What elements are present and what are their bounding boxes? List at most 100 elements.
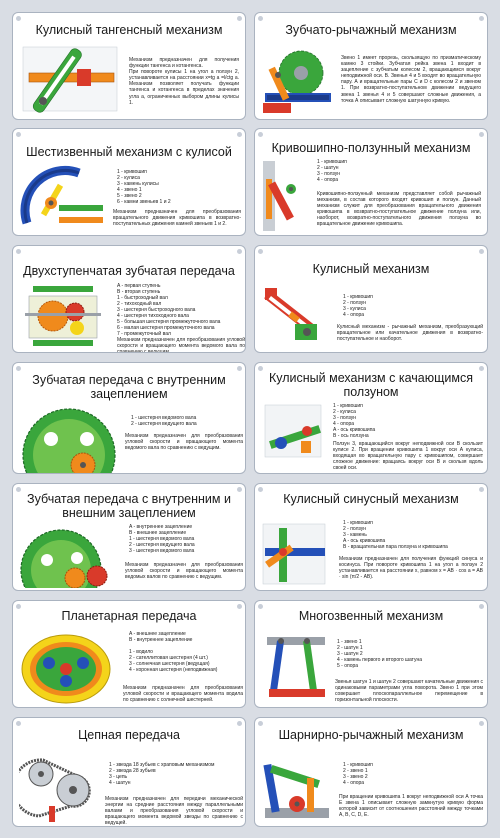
card-description: При вращении кривошипа 1 вокруг неподвиж… bbox=[339, 794, 483, 819]
list-item: 3 - камень кулисы bbox=[117, 181, 159, 187]
card-tangent-mechanism: Кулисный тангенсный механизм Механизм пр… bbox=[12, 12, 246, 120]
parts-list: A - внутреннее зацепление B - внешнее за… bbox=[129, 524, 195, 554]
rocker-illustration bbox=[264, 288, 317, 340]
parts-list: 1 - звено 1 2 - шатун 1 3 - шатун 2 4 - … bbox=[337, 639, 422, 669]
card-description: Механизм предназначен для передачи механ… bbox=[105, 796, 243, 827]
parts-list: 1 - кривошип 2 - звено 1 3 - звено 2 4 -… bbox=[343, 762, 373, 786]
list-item: 6 - камни звеньев 1 и 2 bbox=[117, 199, 171, 205]
internal-external-gear-illustration bbox=[20, 529, 108, 588]
crank-slider-illustration bbox=[263, 161, 296, 231]
list-item: 2 - кулиса bbox=[117, 175, 140, 181]
list-item: 3 - ползун bbox=[333, 415, 357, 421]
pin-dot bbox=[479, 16, 484, 21]
list-item: 2 - шатун bbox=[317, 165, 339, 171]
internal-gear-illustration bbox=[22, 408, 116, 473]
hinge-lever-illustration bbox=[263, 763, 329, 818]
list-item: A - ось кривошипа bbox=[333, 427, 376, 433]
card-title: Планетарная передача bbox=[61, 609, 197, 623]
pin-dot bbox=[237, 16, 242, 21]
card-title: Двухступенчатая зубчатая передача bbox=[23, 264, 235, 278]
parts-list: A - внешнее зацепление B - внутреннее за… bbox=[129, 631, 217, 673]
card-description: Ползун 3, вращающийся вокруг неподвижной… bbox=[333, 441, 483, 472]
card-title: Зубчатая передача с внутренним зацеплени… bbox=[32, 373, 226, 401]
card-description: Кривошипно-ползунный механизм представля… bbox=[317, 191, 481, 228]
list-item: 3 - цепь bbox=[109, 774, 128, 780]
list-item: 3 - звено 2 bbox=[343, 774, 368, 780]
card-title: Шестизвенный механизм с кулисой bbox=[26, 145, 232, 159]
card-title: Зубчатая передача с внутренним и внешним… bbox=[27, 492, 231, 520]
list-item: 3 - кулиса bbox=[343, 306, 366, 312]
list-item: 1 - кривошип bbox=[343, 520, 373, 526]
sine-mechanism-illustration bbox=[262, 523, 326, 585]
card-title: Кривошипно-ползунный механизм bbox=[271, 141, 471, 155]
list-item: 3 - ползун bbox=[317, 171, 341, 177]
parts-list: 1 - звезда 18 зубьев с храповым механизм… bbox=[109, 762, 214, 786]
list-item: 5 - большая шестерня промежуточного вала bbox=[117, 319, 221, 325]
list-item: 2 - шатун 1 bbox=[337, 645, 363, 651]
pin-dot bbox=[237, 721, 242, 726]
planetary-gear-illustration bbox=[21, 634, 111, 704]
two-stage-gear-illustration bbox=[25, 286, 101, 346]
list-item: 1 - шестерня ведомого вала bbox=[131, 415, 197, 421]
list-item: B - вращательная пара ползуна и кривошип… bbox=[343, 544, 448, 550]
card-six-link-mechanism: Шестизвенный механизм с кулисой 1 - крив… bbox=[12, 128, 246, 236]
card-description: Механизм предназначен для преобразования… bbox=[125, 433, 243, 452]
list-item: A - внутреннее зацепление bbox=[129, 524, 193, 530]
list-item: 3 - шестерня ведомого вала bbox=[129, 548, 195, 554]
list-item: 4 - камень первого и второго шатуна bbox=[337, 657, 423, 663]
parts-list: 1 - кривошип 2 - ползун 3 - кулиса 4 - о… bbox=[343, 294, 373, 318]
pin-dot bbox=[16, 721, 21, 726]
list-item: 2 - звено 1 bbox=[343, 768, 368, 774]
parts-list: 1 - кривошип 2 - шатун 3 - ползун 4 - оп… bbox=[317, 159, 347, 183]
pin-dot bbox=[479, 249, 484, 254]
card-description: Звено 1 имеет прорезь, скользящую по при… bbox=[341, 55, 481, 104]
list-item: 5 - опора bbox=[337, 663, 359, 669]
pin-dot bbox=[479, 721, 484, 726]
card-multilink-mechanism: Многозвенный механизм 1 - звено 1 2 - ша… bbox=[254, 600, 488, 708]
list-item: A - внешнее зацепление bbox=[129, 631, 186, 637]
list-item: 1 - водило bbox=[129, 649, 153, 655]
card-title: Зубчато-рычажный механизм bbox=[285, 23, 457, 37]
pin-dot bbox=[258, 604, 263, 609]
list-item: 3 - шестерня быстроходного вала bbox=[117, 307, 196, 313]
card-internal-gear: Зубчатая передача с внутренним зацеплени… bbox=[12, 362, 246, 474]
list-item: 3 - солнечная шестерня (ведущая) bbox=[129, 661, 210, 667]
card-title: Кулисный синусный механизм bbox=[283, 492, 459, 506]
list-item: 3 - камень bbox=[343, 532, 367, 538]
tangent-mechanism-illustration bbox=[22, 46, 118, 113]
six-link-illustration bbox=[20, 165, 103, 225]
parts-list: A - первая ступень B - вторая ступень 1 … bbox=[117, 283, 220, 337]
list-item: 3 - шатун 2 bbox=[337, 651, 363, 657]
swinging-slider-illustration bbox=[264, 404, 322, 458]
list-item: 2 - тихоходный вал bbox=[117, 301, 162, 307]
pin-dot bbox=[16, 132, 21, 137]
card-title: Цепная передача bbox=[78, 728, 180, 742]
list-item: 5 - звено 2 bbox=[117, 193, 142, 199]
card-description: Механизм предназначен для преобразования… bbox=[113, 209, 241, 228]
card-title: Кулисный механизм bbox=[312, 262, 430, 276]
list-item: 4 - шатун bbox=[109, 780, 131, 786]
card-hinge-lever-mechanism: Шарнирно-рычажный механизм 1 - кривошип … bbox=[254, 717, 488, 827]
pin-dot bbox=[237, 604, 242, 609]
card-description: Механизм предназначен для преобразования… bbox=[123, 685, 243, 704]
pin-dot bbox=[479, 604, 484, 609]
list-item: 4 - шестерня тихоходного вала bbox=[117, 313, 189, 319]
list-item: B - вторая ступень bbox=[117, 289, 161, 295]
pin-dot bbox=[16, 604, 21, 609]
pin-dot bbox=[258, 366, 263, 371]
pin-dot bbox=[479, 487, 484, 492]
pin-dot bbox=[258, 721, 263, 726]
multilink-illustration bbox=[267, 637, 325, 697]
parts-list: 1 - кривошип 2 - кулиса 3 - камень кулис… bbox=[117, 169, 171, 205]
card-rocker-mechanism: Кулисный механизм 1 - кривошип 2 - ползу… bbox=[254, 245, 488, 353]
list-item: 2 - шестерня ведущего вала bbox=[131, 421, 197, 427]
list-item: 4 - опора bbox=[317, 177, 339, 183]
pin-dot bbox=[258, 16, 263, 21]
list-item: 1 - звезда 18 зубьев с храповым механизм… bbox=[109, 762, 215, 768]
list-item: 1 - кривошип bbox=[343, 294, 373, 300]
list-item: 7 - промежуточный вал bbox=[117, 331, 171, 337]
pin-dot bbox=[479, 132, 484, 137]
card-description: Кулисный механизм - рычажный механизм, п… bbox=[337, 324, 483, 343]
pin-dot bbox=[16, 366, 21, 371]
list-item: 6 - малая шестерня промежуточного вала bbox=[117, 325, 215, 331]
